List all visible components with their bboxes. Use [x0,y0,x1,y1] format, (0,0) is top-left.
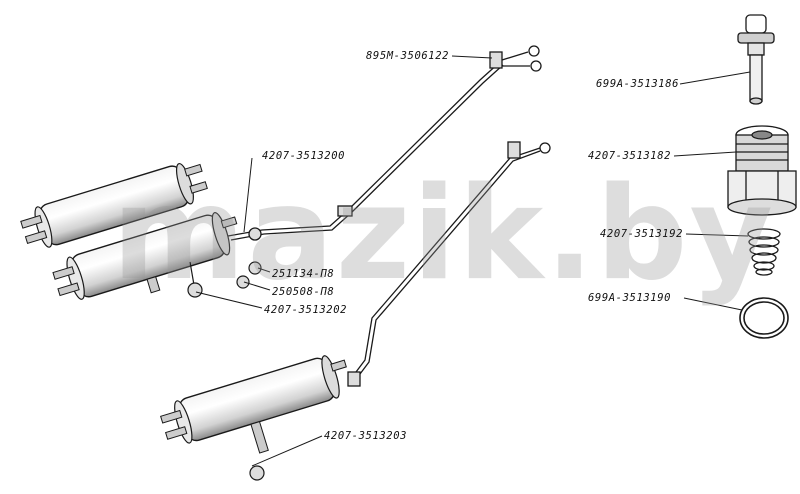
label-spring: 4207-3513192 [600,228,684,240]
label-cylinder-lower: 4207-3513203 [324,430,408,442]
air-tank-lower [160,355,347,454]
label-ring: 699А-3513190 [588,292,672,304]
watermark: mazik.by [112,160,775,309]
valve-pin [737,14,775,105]
tank-fittings [187,261,265,481]
leader-lines [195,55,751,467]
brake-line-upper [227,45,542,241]
ring [739,297,789,339]
label-brake-line-top: 895М-3506122 [366,50,450,62]
air-tank-upper [20,162,208,248]
label-tank-assembly: 4207-3513202 [264,304,348,316]
label-bolt: 251134-П8 [272,268,335,280]
brake-line-lower [347,141,551,387]
valve-body [727,125,797,216]
label-valve-pin: 699А-3513186 [596,78,680,90]
label-fitting-body-top: 4207-3513200 [262,150,346,162]
label-valve-body: 4207-3513182 [588,150,672,162]
air-tank-middle [52,212,238,300]
spring [747,228,781,276]
label-washer: 250508-П8 [272,286,335,298]
